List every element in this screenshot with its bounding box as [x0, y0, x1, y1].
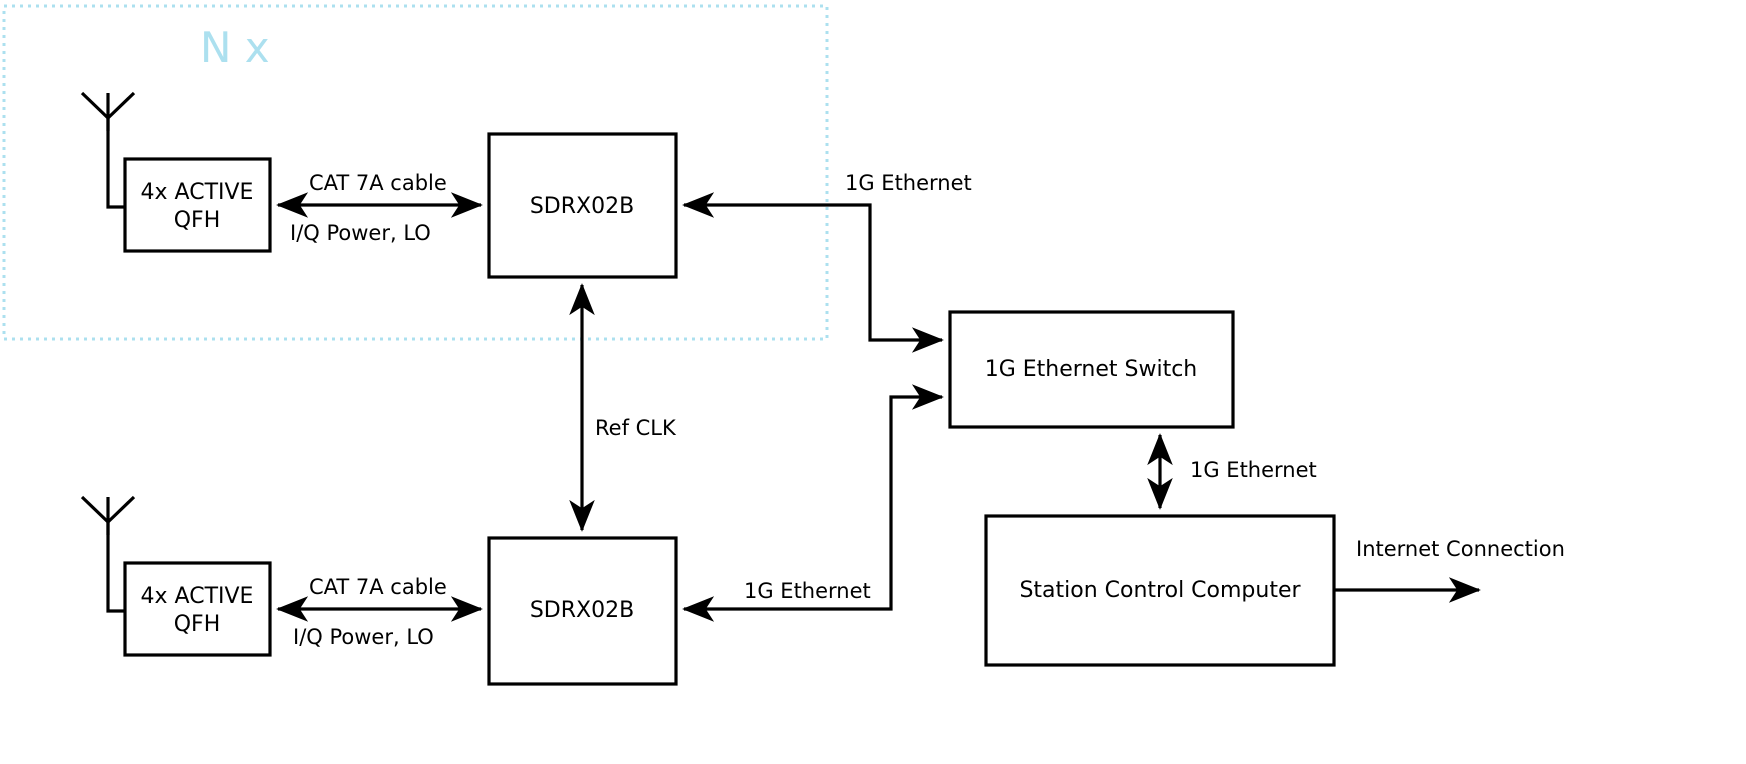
qfh-box-bottom-label-line2: QFH: [174, 612, 221, 637]
qfh-box-bottom[interactable]: [123, 561, 272, 657]
sdr-box-top-label: SDRX02B: [530, 194, 634, 219]
antenna-icon-bottom: [80, 495, 136, 613]
ethernet-switch-label: 1G Ethernet Switch: [985, 357, 1198, 382]
sdr-box-bottom[interactable]: [487, 536, 678, 686]
sdr-box-top[interactable]: [487, 132, 678, 279]
qfh-box-top[interactable]: [123, 157, 272, 253]
edge-qfh-sdr-bottom-label-below: I/Q Power, LO: [293, 625, 434, 649]
edge-qfh-sdr-top-label-above: CAT 7A cable: [309, 171, 447, 195]
edge-switch-sdr-bottom: [682, 384, 944, 622]
edge-switch-computer-label: 1G Ethernet: [1190, 458, 1317, 482]
sdr-box-bottom-label: SDRX02B: [530, 598, 634, 623]
qfh-box-top-label-line2: QFH: [174, 208, 221, 233]
station-control-computer-box[interactable]: [984, 514, 1336, 667]
edge-switch-sdr-top-label: 1G Ethernet: [845, 171, 972, 195]
antenna-icon-top: [80, 91, 136, 209]
edge-qfh-sdr-bottom-label-above: CAT 7A cable: [309, 575, 447, 599]
edge-switch-sdr-top: [682, 192, 944, 353]
qfh-box-bottom-label-line1: 4x ACTIVE: [141, 584, 254, 609]
station-control-computer-label: Station Control Computer: [1019, 578, 1301, 603]
replicated-chain-label: N x: [200, 23, 270, 72]
edge-ref-clk-label: Ref CLK: [595, 416, 677, 440]
qfh-box-top-label-line1: 4x ACTIVE: [141, 180, 254, 205]
replicated-chain-boundary: [2, 4, 829, 341]
ethernet-switch-box[interactable]: [948, 310, 1235, 429]
edge-internet-connection-label: Internet Connection: [1356, 537, 1565, 561]
edge-qfh-sdr-top-label-below: I/Q Power, LO: [290, 221, 431, 245]
edge-switch-sdr-bottom-label: 1G Ethernet: [744, 579, 871, 603]
